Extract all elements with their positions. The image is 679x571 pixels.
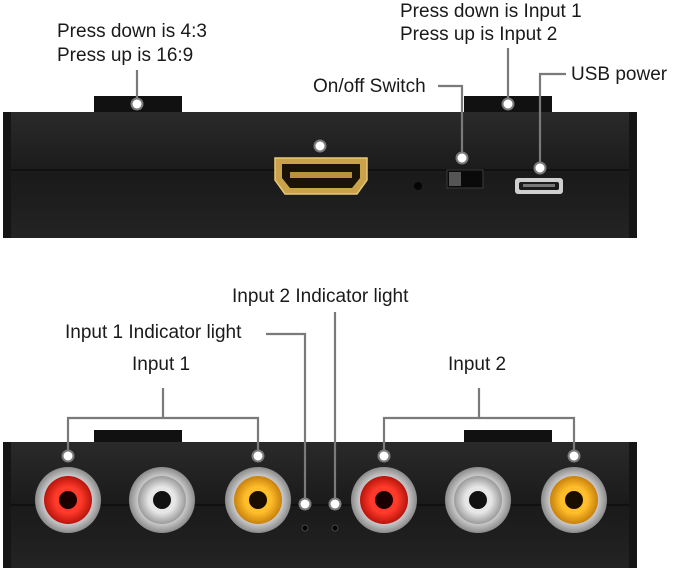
bottom-device-panel xyxy=(3,430,637,568)
usb-port xyxy=(515,178,563,194)
label-input2: Input 2 xyxy=(448,354,507,375)
rca-white-input2 xyxy=(445,467,511,533)
rca-red-input1 xyxy=(35,467,101,533)
label-aspect-line2: Press up is 16:9 xyxy=(57,45,194,66)
bottom-aspect-button xyxy=(94,430,182,444)
label-input-select-line2: Press up is Input 2 xyxy=(400,24,558,45)
top-device-panel xyxy=(3,96,637,238)
bottom-input-button xyxy=(464,430,552,444)
callout-dots xyxy=(61,97,581,511)
label-input1-indicator: Input 1 Indicator light xyxy=(65,322,242,343)
input2-indicator-led xyxy=(331,524,339,532)
label-usb-power: USB power xyxy=(571,64,668,85)
rca-yellow-input2 xyxy=(541,467,607,533)
reset-hole xyxy=(414,182,422,190)
label-input2-indicator: Input 2 Indicator light xyxy=(232,286,409,307)
label-input1: Input 1 xyxy=(132,354,191,375)
hdmi-port xyxy=(274,157,368,195)
onoff-switch xyxy=(446,169,484,189)
rca-yellow-input1 xyxy=(225,467,291,533)
label-onoff-switch: On/off Switch xyxy=(313,76,426,97)
input1-indicator-led xyxy=(301,524,309,532)
rca-red-input2 xyxy=(351,467,417,533)
leader-lines xyxy=(66,48,576,500)
label-input-select-line1: Press down is Input 1 xyxy=(400,1,582,22)
label-aspect-line1: Press down is 4:3 xyxy=(57,21,207,42)
rca-white-input1 xyxy=(129,467,195,533)
